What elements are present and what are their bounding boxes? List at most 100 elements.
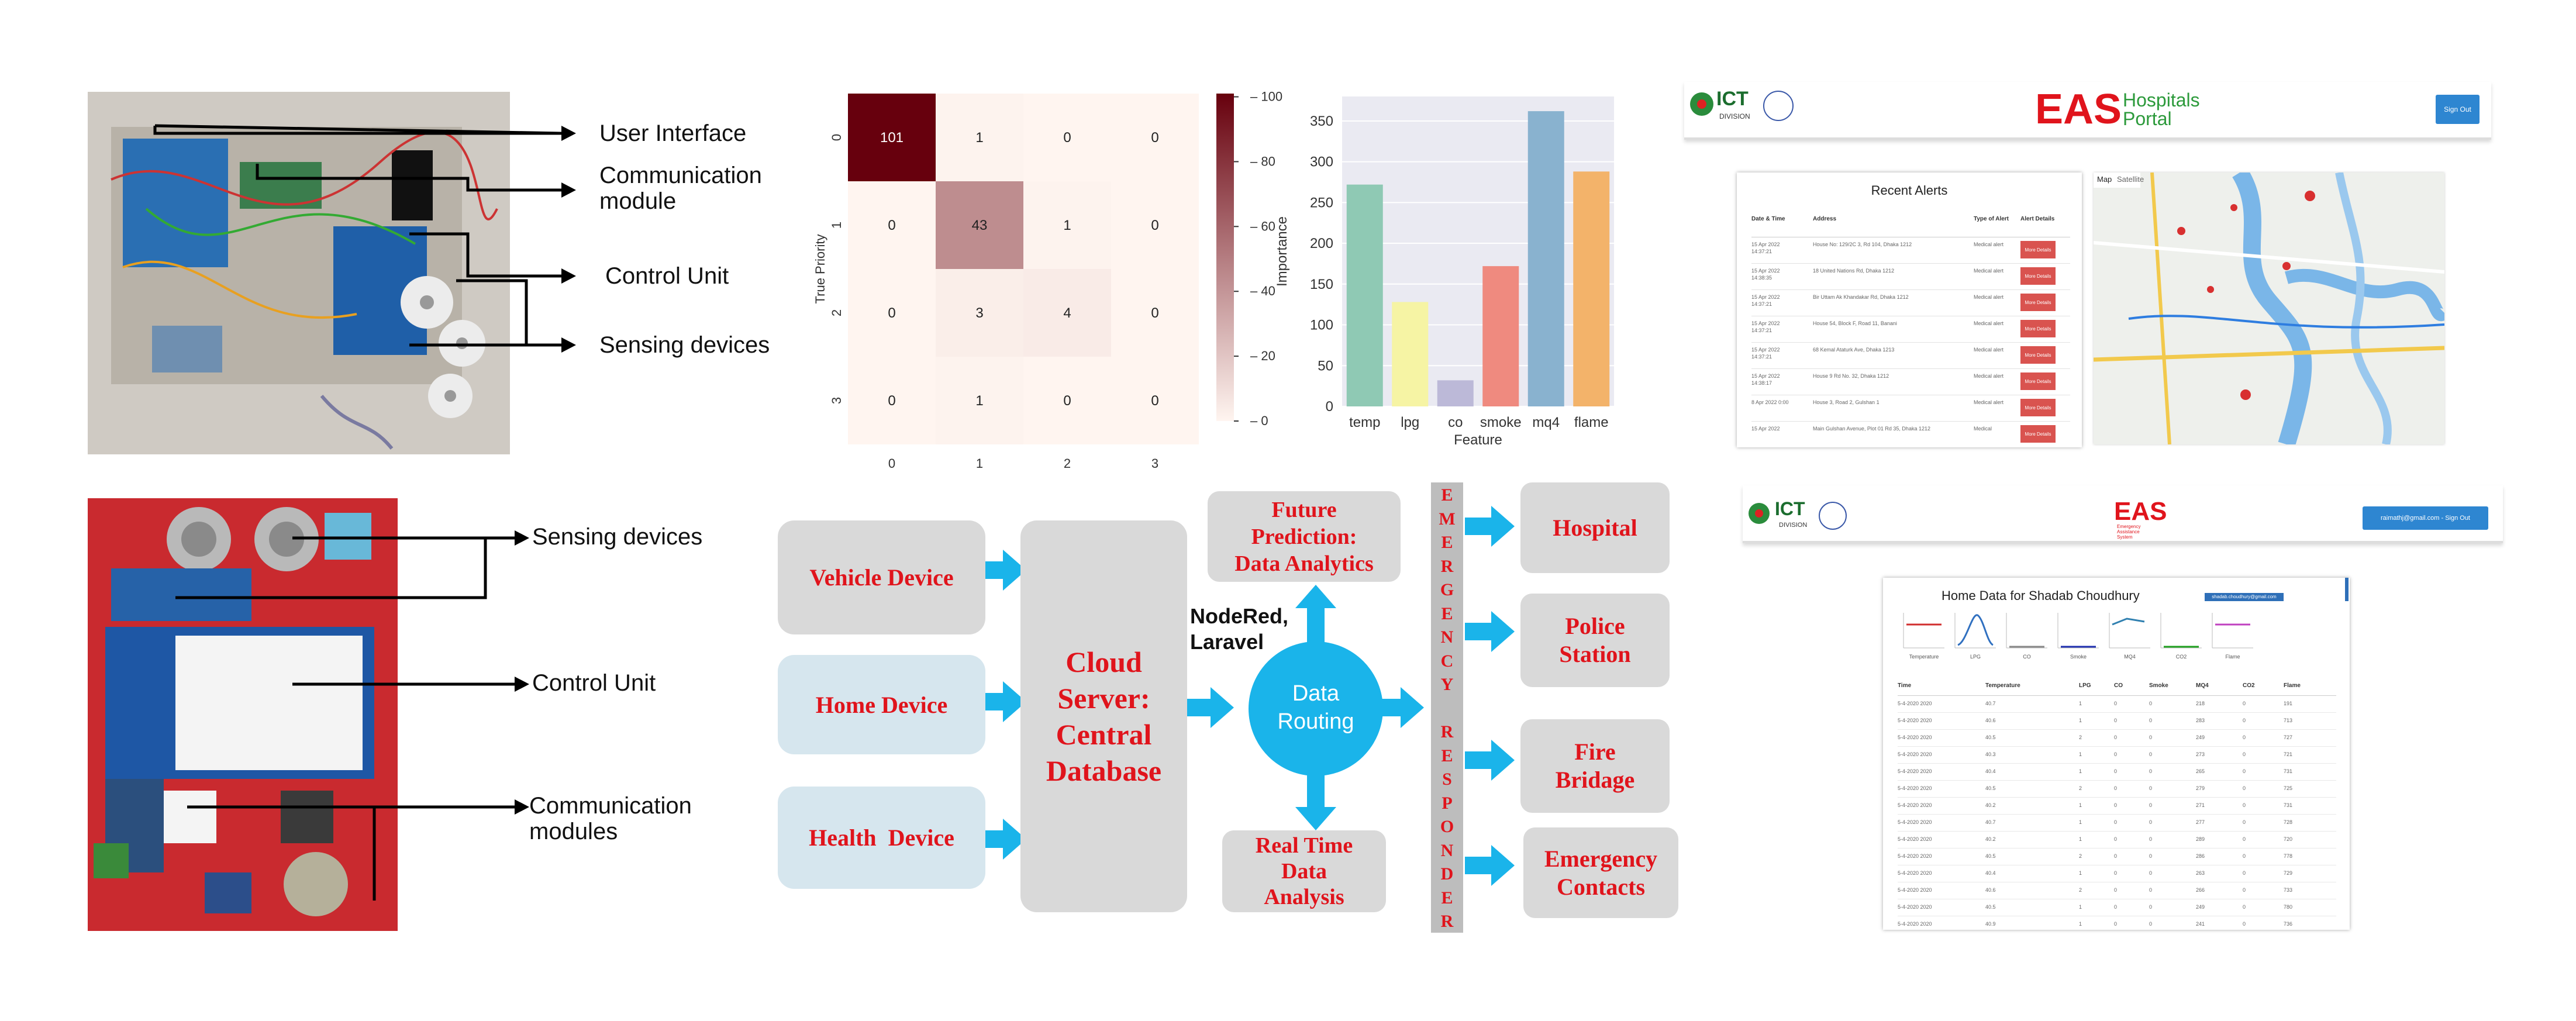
sign-out-button[interactable]: Sign Out <box>2436 95 2480 124</box>
more-details-button[interactable]: More Details <box>2020 372 2056 390</box>
more-details-button[interactable]: More Details <box>2020 241 2056 258</box>
eas-sub-2: Portal <box>2123 108 2172 129</box>
home-cell: 273 <box>2196 751 2205 757</box>
scroll-bar[interactable] <box>2345 578 2349 601</box>
confusion-matrix-heatmap: 101100043100340010000112233Predicted Pri… <box>813 89 1282 468</box>
more-details-button[interactable]: More Details <box>2020 346 2056 364</box>
fire-brigade-box: Fire Bridage <box>1520 719 1670 813</box>
colorbar-tick: – 20 <box>1250 349 1275 363</box>
home-cell: 736 <box>2284 921 2293 927</box>
more-details-button[interactable]: More Details <box>2020 399 2056 416</box>
ict-logo-2 <box>1749 503 1770 524</box>
home-cell: 5-4-2020 2020 <box>1898 701 1932 706</box>
mini-label: Temperature <box>1909 654 1939 660</box>
cloud-line-3: Central <box>1056 718 1152 751</box>
cm-cell <box>1023 269 1111 357</box>
cm-cell <box>1111 94 1199 181</box>
x-label: Feature <box>1454 432 1502 448</box>
more-details-button[interactable]: More Details <box>2020 294 2056 311</box>
more-details-button[interactable]: More Details <box>2020 425 2056 443</box>
eas-logo-text: EAS <box>2035 86 2122 133</box>
home-cell: 279 <box>2196 785 2205 791</box>
home-header-cell: LPG <box>2079 682 2091 689</box>
real-time-analysis-box: Real Time Data Analysis <box>1222 830 1386 912</box>
home-cell: 2 <box>2079 785 2082 791</box>
user-email-chip[interactable]: shadab.choudhury@gmail.com <box>2205 593 2284 601</box>
ict-logo-dot <box>1697 99 1706 109</box>
alerts-cell: 18 United Nations Rd, Dhaka 1212 <box>1813 268 1895 274</box>
more-details-button[interactable]: More Details <box>2020 267 2056 285</box>
eas-sub-1: Hospitals <box>2123 89 2200 111</box>
home-cell: 1 <box>2079 836 2082 842</box>
home-cell: 5-4-2020 2020 <box>1898 734 1932 740</box>
responder-letter: R <box>1440 912 1454 932</box>
map-image <box>2094 173 2444 444</box>
map-tab-map[interactable]: Map <box>2097 175 2112 184</box>
brac-logo-2 <box>1819 502 1847 530</box>
alerts-header-cell: Alert Details <box>2020 216 2055 222</box>
map-tab-satellite[interactable]: Satellite <box>2117 175 2144 184</box>
division-text: DIVISION <box>1719 112 1750 120</box>
home-sign-out-button[interactable]: raimathj@gmail.com - Sign Out <box>2363 506 2488 530</box>
cm-cell <box>1023 181 1111 269</box>
home-cell: 721 <box>2284 751 2293 757</box>
home-cell: 0 <box>2243 853 2246 859</box>
responder-letter: E <box>1441 746 1453 765</box>
home-data-card: Home Data for Shadab Choudhury shadab.ch… <box>1883 578 2350 930</box>
responder-letter: O <box>1440 817 1454 837</box>
home-cell: 40.7 <box>1985 701 1996 706</box>
responder-letter: N <box>1440 627 1454 647</box>
x-tick: smoke <box>1480 415 1522 430</box>
home-cell: 0 <box>2149 887 2153 893</box>
home-cell: 277 <box>2196 819 2205 825</box>
home-cell: 0 <box>2243 870 2246 876</box>
plot-background <box>1342 96 1614 406</box>
cm-cell <box>848 269 936 357</box>
emergency-line-1: Emergency <box>1544 845 1658 872</box>
hospitals-portal-screenshot: ICT DIVISION EAS Hospitals Portal Sign O… <box>1684 82 2491 456</box>
eas-logo-text-2: EAS <box>2114 497 2167 526</box>
label-control-unit-2: Control Unit <box>532 670 656 696</box>
cm-value: 0 <box>1151 130 1158 146</box>
alerts-cell: Medical alert <box>1974 373 2004 379</box>
alerts-cell: 15 Apr 2022 14:37:21 <box>1751 294 1780 307</box>
responder-letter: R <box>1440 722 1454 742</box>
home-cell: 0 <box>2243 887 2246 893</box>
home-cell: 40.2 <box>1985 802 1996 808</box>
colorbar-tick: – 100 <box>1250 89 1282 104</box>
home-cell: 720 <box>2284 836 2293 842</box>
bar-smoke <box>1482 266 1519 406</box>
home-cell: 0 <box>2243 921 2246 927</box>
home-cell: 1 <box>2079 870 2082 876</box>
cm-cell <box>1023 94 1111 181</box>
home-cell: 0 <box>2114 785 2118 791</box>
home-cell: 713 <box>2284 718 2293 723</box>
cm-ytick: 1 <box>829 222 844 229</box>
map-view[interactable]: Map Satellite <box>2094 173 2444 444</box>
cm-xtick: 2 <box>1064 456 1071 468</box>
division-text-2: DIVISION <box>1779 522 1808 529</box>
x-tick: lpg <box>1401 415 1419 430</box>
responder-letter: E <box>1441 888 1453 908</box>
label-user-interface: User Interface <box>599 120 747 146</box>
cm-cell <box>936 357 1023 444</box>
cm-cell <box>848 357 936 444</box>
future-line-2: Prediction: <box>1251 524 1357 549</box>
home-cell: 5-4-2020 2020 <box>1898 819 1932 825</box>
cm-value: 43 <box>972 218 988 233</box>
home-cell: 0 <box>2114 836 2118 842</box>
prototype-board-panel: Sensing devices Control Unit Communicati… <box>0 480 784 947</box>
bar-flame <box>1573 171 1610 406</box>
colorbar-tick: – 80 <box>1250 154 1275 168</box>
colorbar <box>1216 94 1234 421</box>
y-tick: 100 <box>1310 318 1333 333</box>
eas2-sub-2: Assistance <box>2117 529 2140 534</box>
mini-label: LPG <box>1970 654 1981 660</box>
more-details-button[interactable]: More Details <box>2020 320 2056 337</box>
